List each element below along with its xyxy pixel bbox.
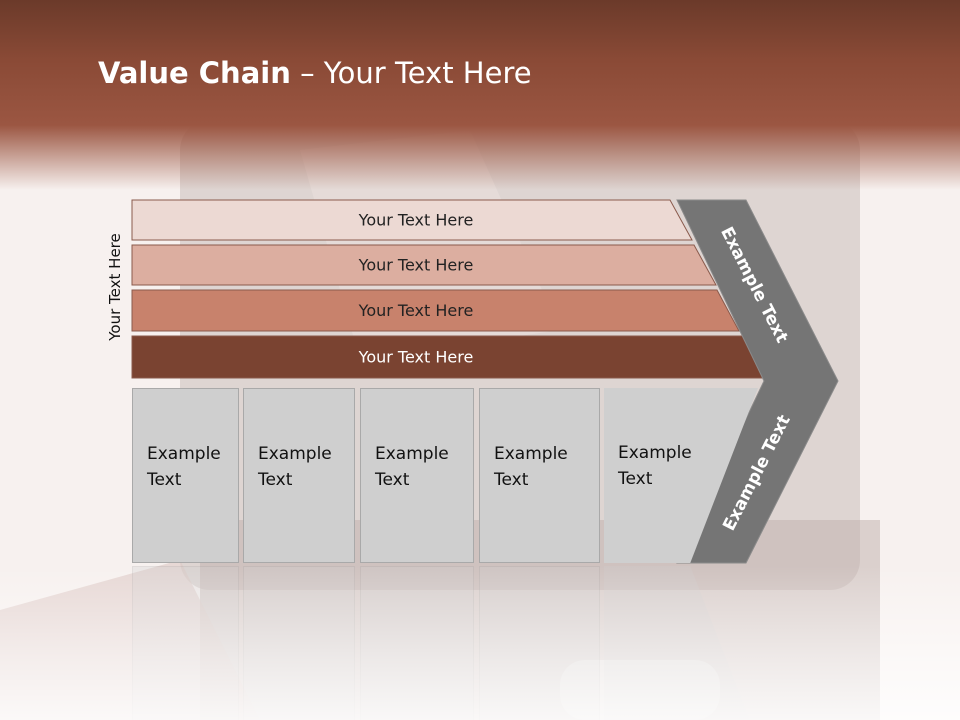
bar-4-label: Your Text Here [358, 348, 474, 367]
activity-box-1: Example Text [132, 388, 239, 563]
slide-title: Value Chain – Your Text Here [98, 56, 532, 90]
title-band [0, 0, 960, 190]
activity-box-4-label: Example Text [494, 444, 568, 490]
activity-box-4: Example Text [479, 388, 600, 563]
bar-2 [131, 244, 717, 286]
title-rest: – Your Text Here [290, 56, 532, 90]
activity-box-1-label: Example Text [147, 444, 221, 490]
bar-1-label: Your Text Here [358, 211, 474, 230]
activity-box-3: Example Text [360, 388, 474, 563]
activity-box-3-label: Example Text [375, 444, 449, 490]
bar-2-label: Your Text Here [358, 256, 474, 275]
bar-3 [131, 289, 740, 332]
activity-box-2: Example Text [243, 388, 355, 563]
title-bold: Value Chain [98, 56, 291, 90]
activity-box-5-label: Example Text [618, 443, 692, 489]
bar-1 [131, 199, 693, 241]
bar-3-label: Your Text Here [358, 301, 474, 320]
chevron-shape [676, 199, 839, 564]
activity-box-2-label: Example Text [258, 444, 332, 490]
